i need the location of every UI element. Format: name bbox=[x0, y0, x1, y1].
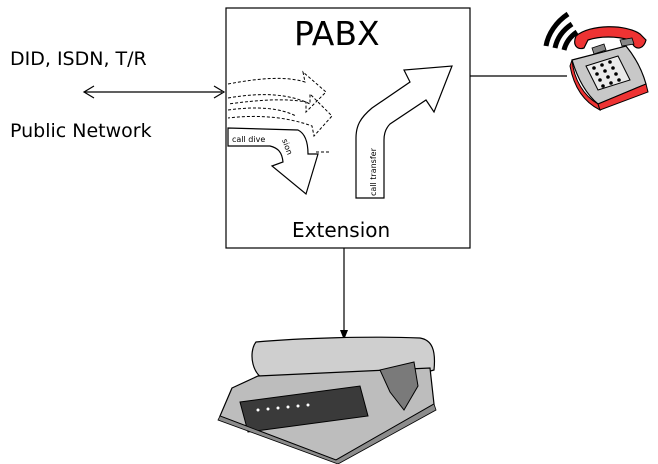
public-network-connector bbox=[82, 85, 226, 99]
pabx-box bbox=[225, 7, 471, 249]
modem-icon bbox=[217, 336, 437, 464]
telephone-icon bbox=[543, 11, 649, 111]
extension-label: Extension bbox=[292, 218, 391, 242]
modem-connector bbox=[340, 248, 348, 340]
call-transfer-label: call transfer bbox=[369, 147, 378, 196]
call-diversion-label: call dive bbox=[232, 135, 265, 144]
call-transfer-arrow bbox=[355, 65, 453, 199]
dashed-diversion-arrows bbox=[227, 70, 333, 153]
pabx-title: PABX bbox=[294, 14, 380, 53]
call-diversion-arrow bbox=[227, 127, 319, 196]
public-network-label: Public Network bbox=[10, 120, 152, 142]
line-types-label: DID, ISDN, T/R bbox=[10, 48, 147, 70]
